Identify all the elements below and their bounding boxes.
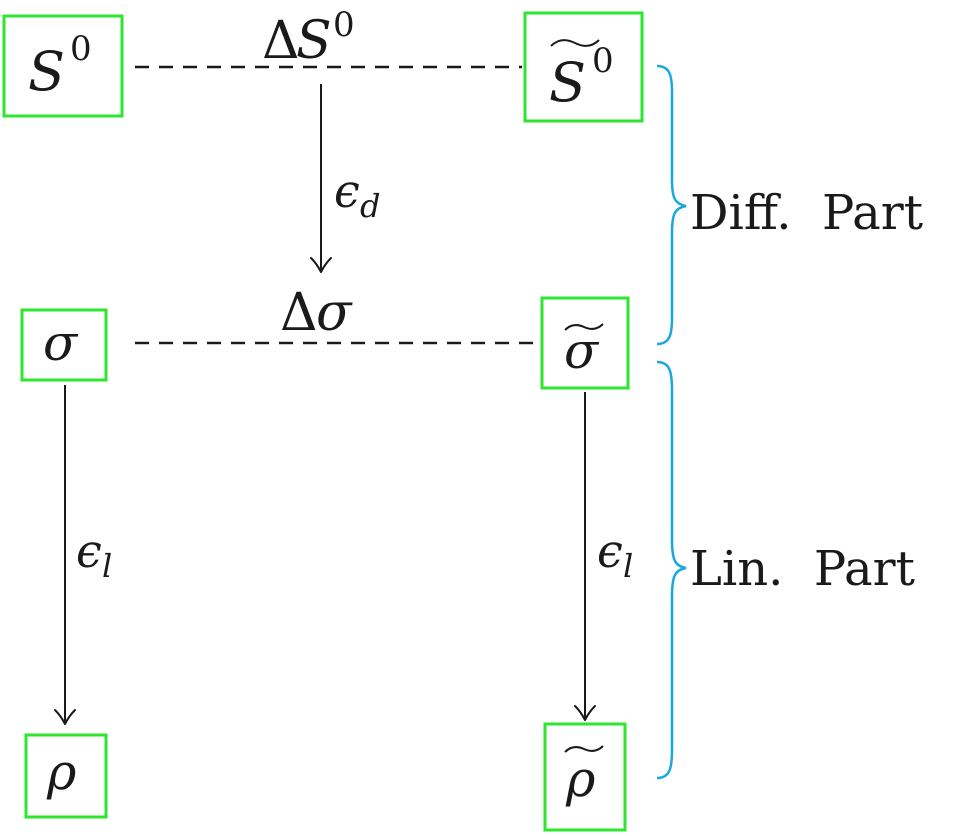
node-rho-tilde: ρ <box>543 722 627 832</box>
tilde-mark-sigma <box>564 323 604 331</box>
node-s0-tilde: S 0 <box>523 11 644 123</box>
eps-d-label: ϵ d <box>334 164 380 225</box>
eps-d-symbol: ϵ <box>334 164 360 218</box>
tilde-mark-rho <box>564 745 604 753</box>
brace-diff-part <box>656 64 687 346</box>
delta-s0-prefix: Δ <box>262 11 300 71</box>
arrow-eps-l-right <box>574 392 596 721</box>
node-s0-tilde-symbol: S <box>549 51 586 114</box>
delta-sigma-symbol: σ <box>316 283 353 343</box>
delta-s0-label: Δ S 0 <box>262 5 355 71</box>
arrow-eps-d <box>310 84 332 273</box>
delta-s0-sup: 0 <box>333 5 355 45</box>
eps-l-right-sub: l <box>623 547 633 585</box>
eps-l-left-label: ϵ l <box>76 524 112 585</box>
node-rho: ρ <box>24 733 108 819</box>
node-s0-symbol: S <box>28 40 65 103</box>
eps-l-left-symbol: ϵ <box>76 524 102 578</box>
tilde-mark-s0 <box>550 39 600 47</box>
node-sigma-symbol: σ <box>43 314 79 372</box>
arrow-eps-l-left <box>54 385 76 725</box>
node-s0: S 0 <box>2 14 124 118</box>
node-rho-tilde-symbol: ρ <box>565 750 596 808</box>
eps-d-sub: d <box>360 187 380 225</box>
node-sigma-tilde-symbol: σ <box>564 322 600 380</box>
delta-sigma-label: Δ σ <box>280 283 353 343</box>
node-s0-tilde-sup: 0 <box>592 41 614 81</box>
eps-l-right-symbol: ϵ <box>597 524 623 578</box>
node-sigma: σ <box>20 308 108 382</box>
eps-l-left-sub: l <box>102 547 112 585</box>
brace-lin-part <box>656 360 687 780</box>
node-rho-symbol: ρ <box>46 743 77 801</box>
label-lin-part: Lin. Part <box>690 541 915 597</box>
eps-l-right-label: ϵ l <box>597 524 633 585</box>
node-sigma-tilde: σ <box>540 296 630 390</box>
delta-s0-symbol: S <box>296 11 332 71</box>
delta-sigma-prefix: Δ <box>280 283 318 343</box>
node-s0-sup: 0 <box>70 29 92 69</box>
label-diff-part: Diff. Part <box>690 185 923 241</box>
